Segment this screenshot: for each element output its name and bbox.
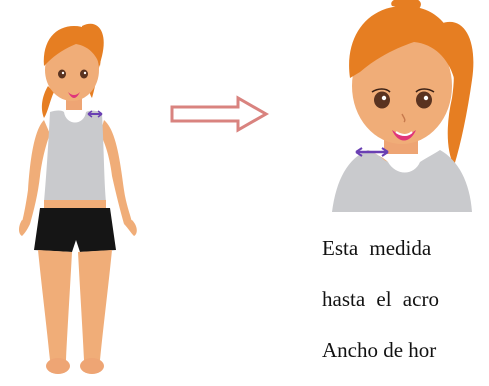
shoulder-closeup-figure — [332, 0, 474, 212]
caption-line-3: Ancho de hor — [322, 338, 437, 362]
girl-full-body-figure — [19, 23, 137, 374]
caption-line-2: hasta el acro — [322, 287, 439, 311]
caption-line-1: Esta medida — [322, 236, 432, 260]
right-arrow-outline-icon — [170, 95, 270, 133]
